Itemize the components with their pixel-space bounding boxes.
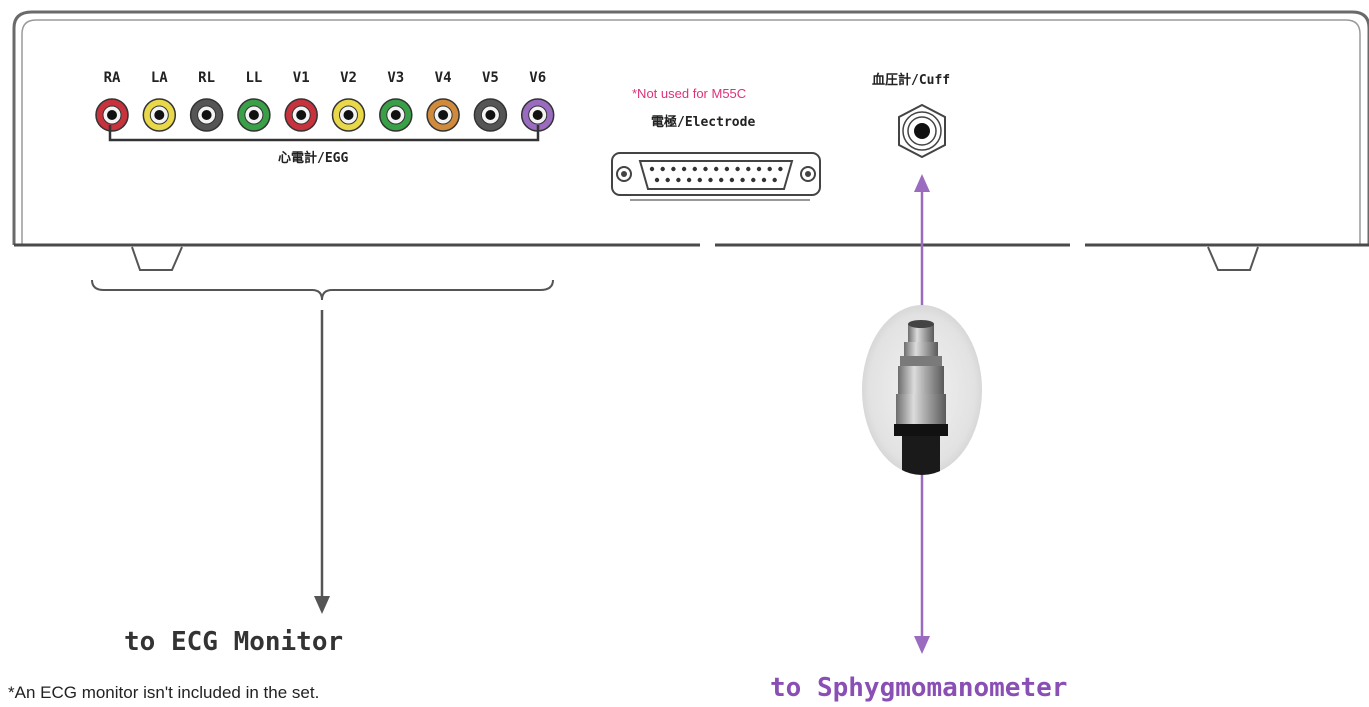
db25-pin [671, 166, 676, 172]
db25-pin [703, 166, 708, 172]
ecg-port-v2: V2 [331, 70, 366, 132]
cuff-plug-image [862, 305, 982, 475]
device-foot-left [131, 246, 183, 271]
device-body [12, 10, 1369, 271]
db25-pin [692, 166, 697, 172]
ecg-jack-hole [343, 110, 354, 120]
db25-pin [676, 177, 681, 183]
ecg-port-label: V3 [387, 70, 404, 86]
db25-pin [714, 166, 719, 172]
db25-pin [751, 177, 756, 183]
db25-pin [756, 166, 762, 172]
ecg-brace [91, 279, 554, 301]
db25-pin [746, 166, 751, 172]
db25-pin [761, 177, 767, 183]
electrode-note: *Not used for M55C [632, 86, 746, 101]
ecg-port-label: V2 [340, 70, 357, 86]
ecg-jack-hole [532, 110, 543, 120]
ecg-port-label: V5 [482, 70, 499, 86]
ecg-port-bus-line [108, 125, 540, 142]
ecg-port-v1: V1 [284, 70, 318, 132]
cuff-connector [898, 103, 946, 159]
ecg-jack-hole [390, 110, 401, 120]
electrode-connector [611, 152, 821, 201]
db25-pin [772, 177, 777, 183]
db25-pin [740, 177, 745, 183]
ecg-port-label: LA [151, 70, 168, 86]
ecg-port-v5: V5 [473, 70, 508, 132]
db25-pin [708, 177, 713, 183]
db25-pin [724, 166, 730, 172]
ecg-arrow [314, 310, 330, 614]
ecg-jack-hole [485, 110, 496, 120]
ecg-port-ll: LL [237, 70, 271, 132]
ecg-port-label: RL [198, 70, 215, 86]
db25-pin [778, 166, 783, 172]
ecg-port-label: RA [104, 70, 121, 86]
db25-pin [665, 177, 670, 183]
db25-pin [735, 166, 740, 172]
ecg-port-v4: V4 [426, 70, 460, 132]
db25-pin [660, 166, 665, 172]
ecg-port-group: RA LA RL LL V1 V2 V3 V4 V5 V6 [95, 70, 555, 132]
ecg-jack-hole [438, 110, 449, 120]
ecg-port-label: V6 [529, 70, 546, 86]
ecg-port-v6: V6 [520, 70, 555, 132]
db25-pin [649, 166, 655, 172]
ecg-jack-hole [107, 110, 117, 120]
db25-pin [767, 166, 772, 172]
ecg-destination-label: to ECG Monitor [124, 627, 344, 657]
sphyg-destination-label: to Sphygmomanometer [770, 673, 1068, 703]
ecg-port-v3: V3 [379, 70, 413, 132]
device-foot-right [1207, 246, 1259, 271]
ecg-port-label: V4 [435, 70, 452, 86]
db25-pin [681, 166, 687, 172]
electrode-connector-pins [649, 166, 783, 183]
ecg-group-label: 心電計/EGG [278, 150, 348, 166]
ecg-port-rl: RL [189, 70, 224, 132]
electrode-label: 電極/Electrode [651, 114, 755, 130]
db25-pin [654, 177, 660, 183]
cuff-label: 血圧計/Cuff [872, 72, 950, 88]
ecg-port-la: LA [142, 70, 177, 132]
ecg-jack-hole [201, 110, 212, 120]
db25-pin [719, 177, 724, 183]
ecg-port-ra: RA [95, 70, 129, 132]
ecg-jack-hole [296, 110, 307, 120]
ecg-footnote: *An ECG monitor isn't included in the se… [8, 683, 320, 702]
db25-pin [697, 177, 702, 183]
db25-pin [729, 177, 735, 183]
ecg-jack-hole [154, 110, 165, 120]
ecg-port-label: LL [245, 70, 262, 86]
ecg-jack-hole [248, 110, 259, 120]
db25-pin [686, 177, 692, 183]
ecg-port-label: V1 [293, 70, 310, 86]
